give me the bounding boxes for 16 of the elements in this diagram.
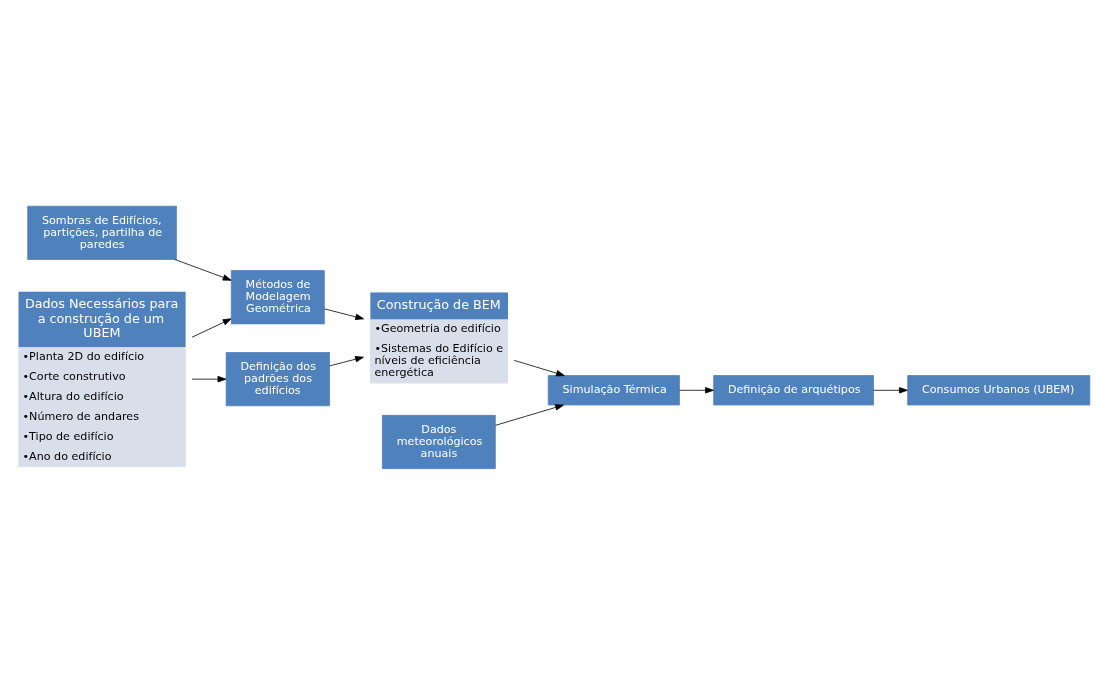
- arrow: [329, 355, 364, 366]
- arrow: [873, 386, 908, 393]
- arrow: [495, 403, 564, 426]
- node-box: Simulação Térmica: [547, 374, 680, 405]
- node-box: Dados meteorológicos anuais: [382, 414, 496, 469]
- arrow: [513, 359, 565, 376]
- node-box: Sombras de Edifícios, partições, partilha de paredes: [27, 205, 177, 260]
- arrow: [174, 258, 232, 281]
- arrow: [191, 317, 232, 338]
- node-box: Definição dos padrões dos edifícios: [225, 351, 330, 406]
- arrow: [679, 386, 714, 393]
- arrow: [191, 375, 227, 382]
- node-box: Consumos Urbanos (UBEM): [907, 374, 1091, 405]
- node-box: Métodos de Modelagem Geométrica: [230, 269, 325, 324]
- node-box: Definição de arquétipos: [713, 374, 874, 405]
- arrow: [324, 308, 365, 320]
